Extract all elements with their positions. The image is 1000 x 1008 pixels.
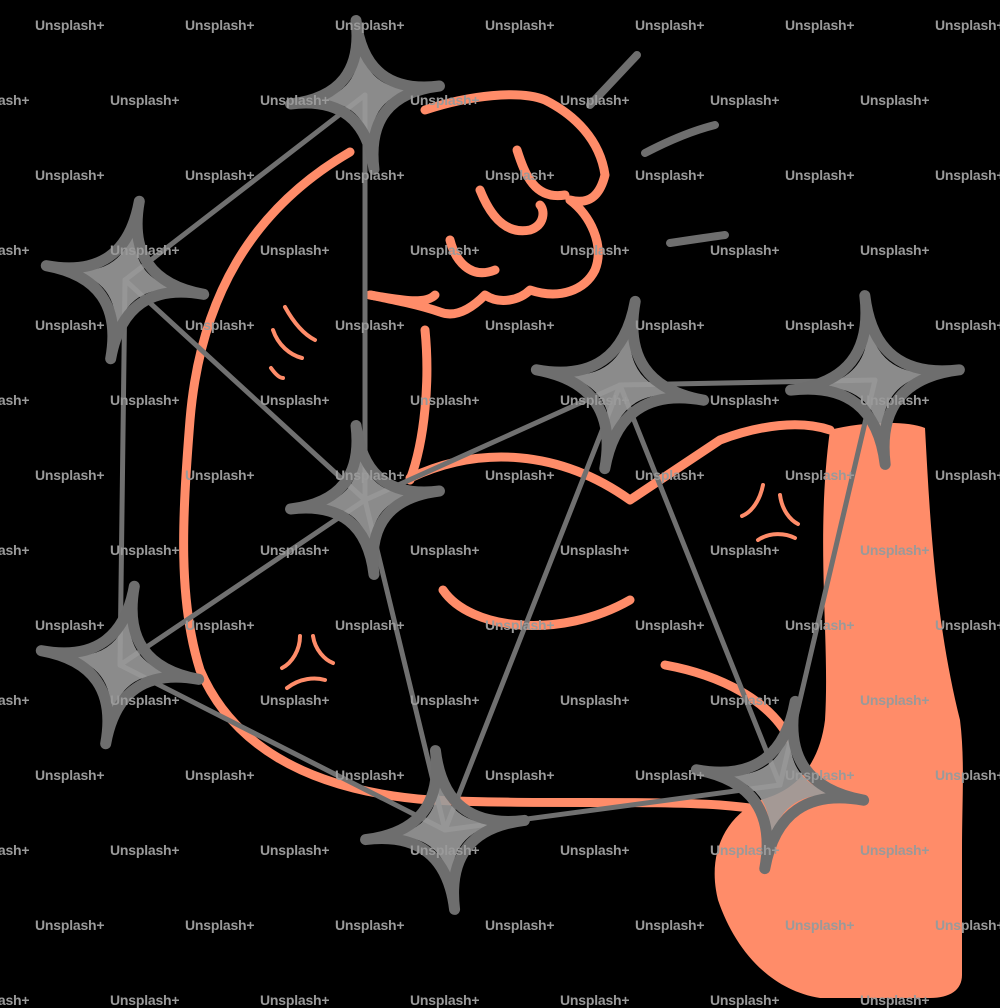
fist-thumb <box>365 290 440 306</box>
forearm-inner-line <box>405 325 432 485</box>
fist-finger-1 <box>512 145 570 201</box>
star-far-right-icon <box>785 290 965 470</box>
constellation-line <box>117 662 448 833</box>
fist-outline <box>365 90 610 319</box>
arm-outline-outer <box>179 147 855 835</box>
arm-solid-shape <box>714 422 963 998</box>
star-top-icon <box>285 15 445 175</box>
star-bottom-right-icon <box>690 695 870 875</box>
anger-mark-lower-left <box>280 634 335 690</box>
sparkle-stars <box>35 15 965 915</box>
fist-finger-2 <box>475 185 548 236</box>
anger-mark-right <box>740 483 800 542</box>
constellation-line <box>442 382 623 833</box>
motion-line-3 <box>666 231 729 247</box>
star-center-icon <box>285 420 445 580</box>
bicep-smile-curve <box>438 585 635 630</box>
constellation-line <box>362 382 623 503</box>
arm-outline-top <box>405 420 835 505</box>
constellation-line <box>122 277 368 503</box>
star-mid-right-icon <box>530 295 710 475</box>
star-left-lower-icon <box>35 580 205 750</box>
star-bottom-center-icon <box>360 745 530 915</box>
motion-line-2 <box>641 121 719 157</box>
strain-marks-left-arm <box>269 305 317 380</box>
star-left-upper-icon <box>40 195 210 365</box>
constellation-lines <box>117 92 878 833</box>
fist-finger-3 <box>445 235 500 278</box>
constellation-line <box>617 382 783 788</box>
motion-line-1 <box>586 51 641 109</box>
constellation-line <box>117 497 368 668</box>
constellation-line <box>122 92 368 283</box>
constellation-line <box>117 277 128 668</box>
